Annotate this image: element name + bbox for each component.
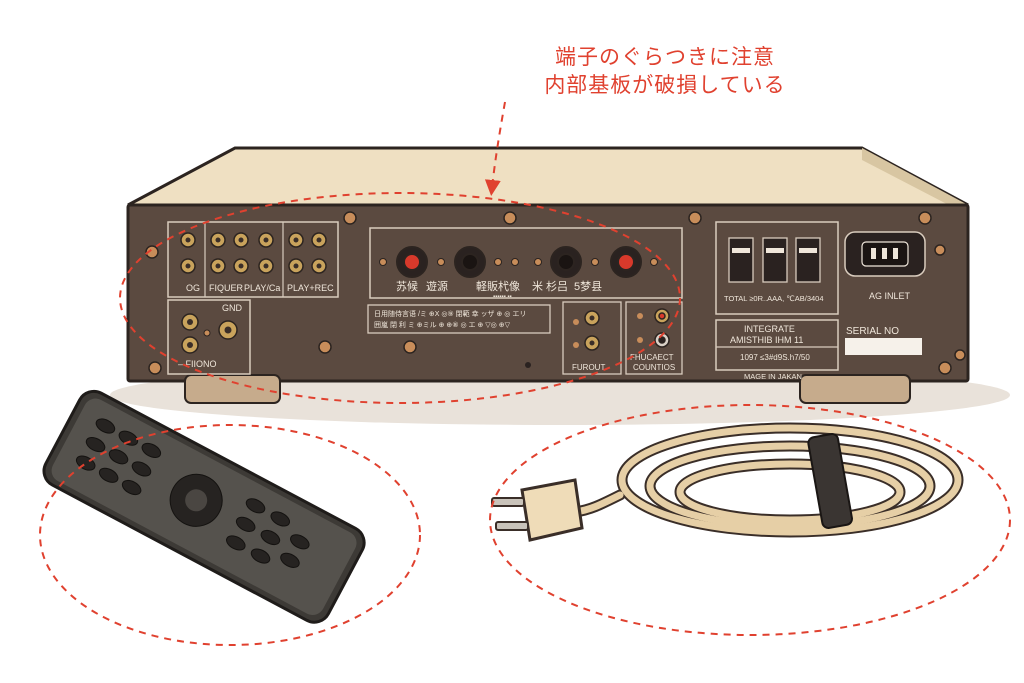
fuse-label: TOTAL ≥0R..AAA, ℃AB/3404 (724, 294, 824, 303)
amp-back-panel (126, 203, 970, 383)
label-countios: COUNTIOS (633, 363, 675, 372)
speaker-label-2: 遊源 (426, 279, 448, 293)
annotation-line-2: 内部基板が破損している (544, 73, 786, 97)
label-phono: – FIIONO (178, 359, 217, 369)
label-purout: FUROUT (572, 363, 605, 372)
label-gnd: GND (222, 303, 243, 313)
amp-top (127, 146, 969, 207)
speaker-label-3: 軽販杙像 (476, 279, 520, 293)
serial-box (845, 338, 922, 355)
amplifier: OG FIQUER PLAY/Ca PLAY+REC GND – FIIONO (126, 146, 970, 404)
annotation-line-1: 端子のぐらつきに注意 (555, 45, 775, 69)
amp-top-side (862, 148, 968, 215)
model-plate: INTEGRATE AMISTHIB IHM 11 1097 ≤3#d9S.h7… (715, 319, 922, 381)
amp-foot-right (799, 374, 911, 404)
left-input-panel: OG FIQUER PLAY/Ca PLAY+REC GND – FIIONO (167, 221, 339, 375)
cable-strap (807, 433, 853, 529)
speaker-label-6: 5梦县 (574, 280, 602, 293)
ac-inlet: AG INLET (844, 231, 926, 301)
fuse-panel: TOTAL ≥0R..AAA, ℃AB/3404 (715, 221, 839, 315)
speaker-label-4: 米 (532, 280, 543, 293)
label-fiquer: FIQUER (209, 283, 244, 293)
small-hole (525, 362, 531, 368)
made-in-label: MAGE IN JAKAN (744, 372, 802, 381)
label-playa: PLAY/Ca (244, 283, 280, 293)
label-fhucaect: FHUCAECT (630, 353, 674, 362)
serial-label: SERIAL NO (846, 326, 899, 337)
annotation-arrow (484, 101, 506, 196)
plug-prongs (491, 497, 529, 531)
label-playrec: PLAY+REC (287, 283, 334, 293)
model-line-2: AMISTHIB IHM 11 (730, 335, 803, 345)
warning-line-2: 囲嵐 閉 利 ミ ⊕ミル ⊕ ⊕⑧ ◎ エ ⊕ ▽◎ ⊕▽ (374, 320, 511, 329)
annotation-marks (39, 101, 1011, 646)
preout-panel: FUROUT (562, 301, 622, 375)
highlight-oval-remote (39, 424, 421, 646)
warning-line-1: 日用随侍言语 /ミ ⊕X ◎⑨ 閉範 幸 ッザ ⊕ ◎ エリ (374, 309, 526, 318)
power-cord (491, 422, 964, 542)
screws (145, 211, 966, 375)
speaker-label-5: 杉吕 (546, 279, 568, 293)
amp-foot-left (184, 374, 281, 404)
speaker-label-1: 苏候 (396, 279, 418, 293)
spec-line: 1097 ≤3#d9S.h7/50 (740, 353, 810, 362)
speaker-terminal-panel: 苏候 遊源 軽販杙像 米 杉吕 5梦县 ▪▪▪▪▪▪ ▪▪ (369, 227, 683, 300)
model-line-1: INTEGRATE (744, 324, 795, 334)
warning-plate: 日用随侍言语 /ミ ⊕X ◎⑨ 閉範 幸 ッザ ⊕ ◎ エリ 囲嵐 閉 利 ミ … (367, 304, 551, 334)
function-panel: FHUCAECT COUNTIOS (625, 301, 683, 375)
plug-body (520, 478, 584, 542)
speaker-sub-line: ▪▪▪▪▪▪ ▪▪ (493, 294, 512, 300)
remote-control (42, 389, 366, 624)
highlight-oval-cord (489, 404, 1011, 636)
highlight-oval-amp (119, 192, 681, 404)
ac-inlet-label: AG INLET (869, 291, 911, 301)
label-og: OG (186, 283, 200, 293)
